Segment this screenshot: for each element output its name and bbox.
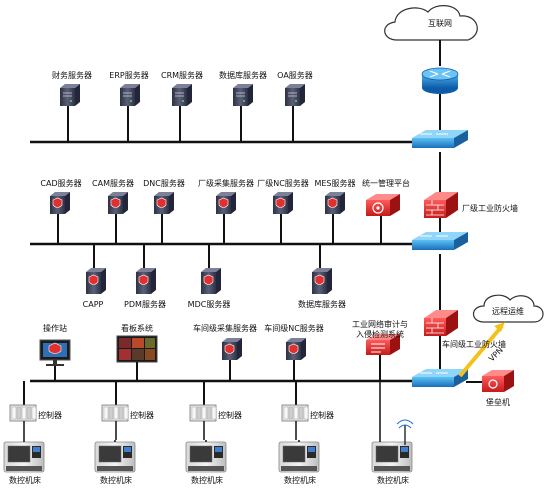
remote-ops-cloud-icon xyxy=(472,294,544,323)
workshop-collect-server-label: 车间级采集服务器 xyxy=(193,324,257,333)
cnc-machine-label-4: 数控机床 xyxy=(284,476,316,485)
workshop-server-2-icon xyxy=(286,338,306,381)
factory-servers xyxy=(50,192,345,244)
factory-switch-icon xyxy=(412,232,468,250)
wireless-antenna-icon xyxy=(396,419,414,445)
remote-ops-label: 远程运维 xyxy=(492,307,524,316)
oa-server-label: OA服务器 xyxy=(277,71,313,80)
cnc-machine-1-icon xyxy=(3,440,45,473)
capp-label: CAPP xyxy=(82,300,104,309)
factory-nc-server-label: 厂级NC服务器 xyxy=(257,179,309,188)
cnc-machine-3-icon xyxy=(185,440,227,473)
factory-lower-server-2-icon xyxy=(136,244,156,294)
factory-lower-server-1-icon xyxy=(86,244,106,294)
enterprise-server-2-icon xyxy=(120,84,140,142)
factory-firewall-label: 厂级工业防火墙 xyxy=(462,204,518,213)
mdc-server-label: MDC服务器 xyxy=(187,300,231,309)
pdm-server-label: PDM服务器 xyxy=(124,300,166,309)
internet-cloud-icon xyxy=(384,5,478,41)
controller-label-4: 控制器 xyxy=(310,411,334,420)
controller-label-2: 控制器 xyxy=(130,411,154,420)
workshop-nc-server-label: 车间级NC服务器 xyxy=(264,324,324,333)
factory-collect-server-label: 厂级采集服务器 xyxy=(198,179,254,188)
enterprise-server-1-icon xyxy=(60,84,80,142)
controller-3-icon xyxy=(189,381,217,440)
operator-station-label: 操作站 xyxy=(43,324,67,333)
workshop-server-1-icon xyxy=(222,338,242,381)
enterprise-server-3-icon xyxy=(172,84,192,142)
internet-label: 互联网 xyxy=(428,19,452,28)
factory-lower-server-3-icon xyxy=(201,244,221,294)
cnc-machine-label-2: 数控机床 xyxy=(100,476,132,485)
dnc-server-label: DNC服务器 xyxy=(143,179,185,188)
controllers xyxy=(9,381,309,440)
workshop-servers xyxy=(222,338,306,381)
factory-server-6-icon xyxy=(325,192,345,244)
controller-label-1: 控制器 xyxy=(38,411,62,420)
lower-database-server-label: 数据库服务器 xyxy=(298,300,346,309)
crm-server-label: CRM服务器 xyxy=(160,71,204,80)
operator-station-icon xyxy=(39,339,71,366)
router-icon xyxy=(421,67,459,94)
cam-server-label: CAM服务器 xyxy=(92,179,134,188)
erp-server-label: ERP服务器 xyxy=(109,71,149,80)
factory-server-3-icon xyxy=(154,192,174,244)
cnc-machine-label-3: 数控机床 xyxy=(191,476,223,485)
mes-server-label: MES服务器 xyxy=(314,179,356,188)
audit-system-label: 工业网络审计与入侵检测系统 xyxy=(352,320,408,339)
controller-2-icon xyxy=(101,381,129,440)
factory-server-5-icon xyxy=(273,192,293,244)
cad-server-label: CAD服务器 xyxy=(40,179,82,188)
factory-lower-servers xyxy=(86,244,332,294)
cnc-machine-label-1: 数控机床 xyxy=(9,476,41,485)
enterprise-servers xyxy=(60,84,305,142)
workshop-firewall-icon xyxy=(424,310,458,336)
cnc-machine-label-5: 数控机床 xyxy=(377,476,409,485)
cnc-machines xyxy=(3,440,413,473)
bastion-label: 堡垒机 xyxy=(486,398,510,407)
cnc-machine-5-icon xyxy=(371,441,413,473)
controller-1-icon xyxy=(9,381,37,440)
bastion-host-icon xyxy=(482,370,514,392)
factory-firewall-icon xyxy=(424,192,458,218)
audit-system-icon xyxy=(366,334,400,355)
workshop-firewall-label: 车间级工业防火墙 xyxy=(442,340,506,349)
dashboard-system-label: 看板系统 xyxy=(121,324,153,333)
enterprise-server-4-icon xyxy=(233,84,253,142)
factory-lower-server-4-icon xyxy=(312,244,332,294)
database-server-label: 数据库服务器 xyxy=(219,71,267,80)
factory-server-2-icon xyxy=(108,192,128,244)
workshop-switch-icon xyxy=(412,369,468,387)
controller-4-icon xyxy=(281,381,309,440)
cnc-machine-2-icon xyxy=(94,440,136,473)
enterprise-server-5-icon xyxy=(285,84,305,142)
cnc-machine-4-icon xyxy=(278,440,320,473)
controller-label-3: 控制器 xyxy=(218,411,242,420)
finance-server-label: 财务服务器 xyxy=(52,71,92,80)
core-switch-icon xyxy=(412,130,468,148)
bus-lines xyxy=(30,140,412,383)
factory-server-1-icon xyxy=(50,192,70,244)
mgmt-platform-label: 统一管理平台 xyxy=(362,179,410,188)
dashboard-system-icon xyxy=(116,335,158,363)
mgmt-platform-icon xyxy=(366,194,400,216)
factory-server-4-icon xyxy=(216,192,236,244)
vpn-arrow-icon xyxy=(458,322,505,378)
